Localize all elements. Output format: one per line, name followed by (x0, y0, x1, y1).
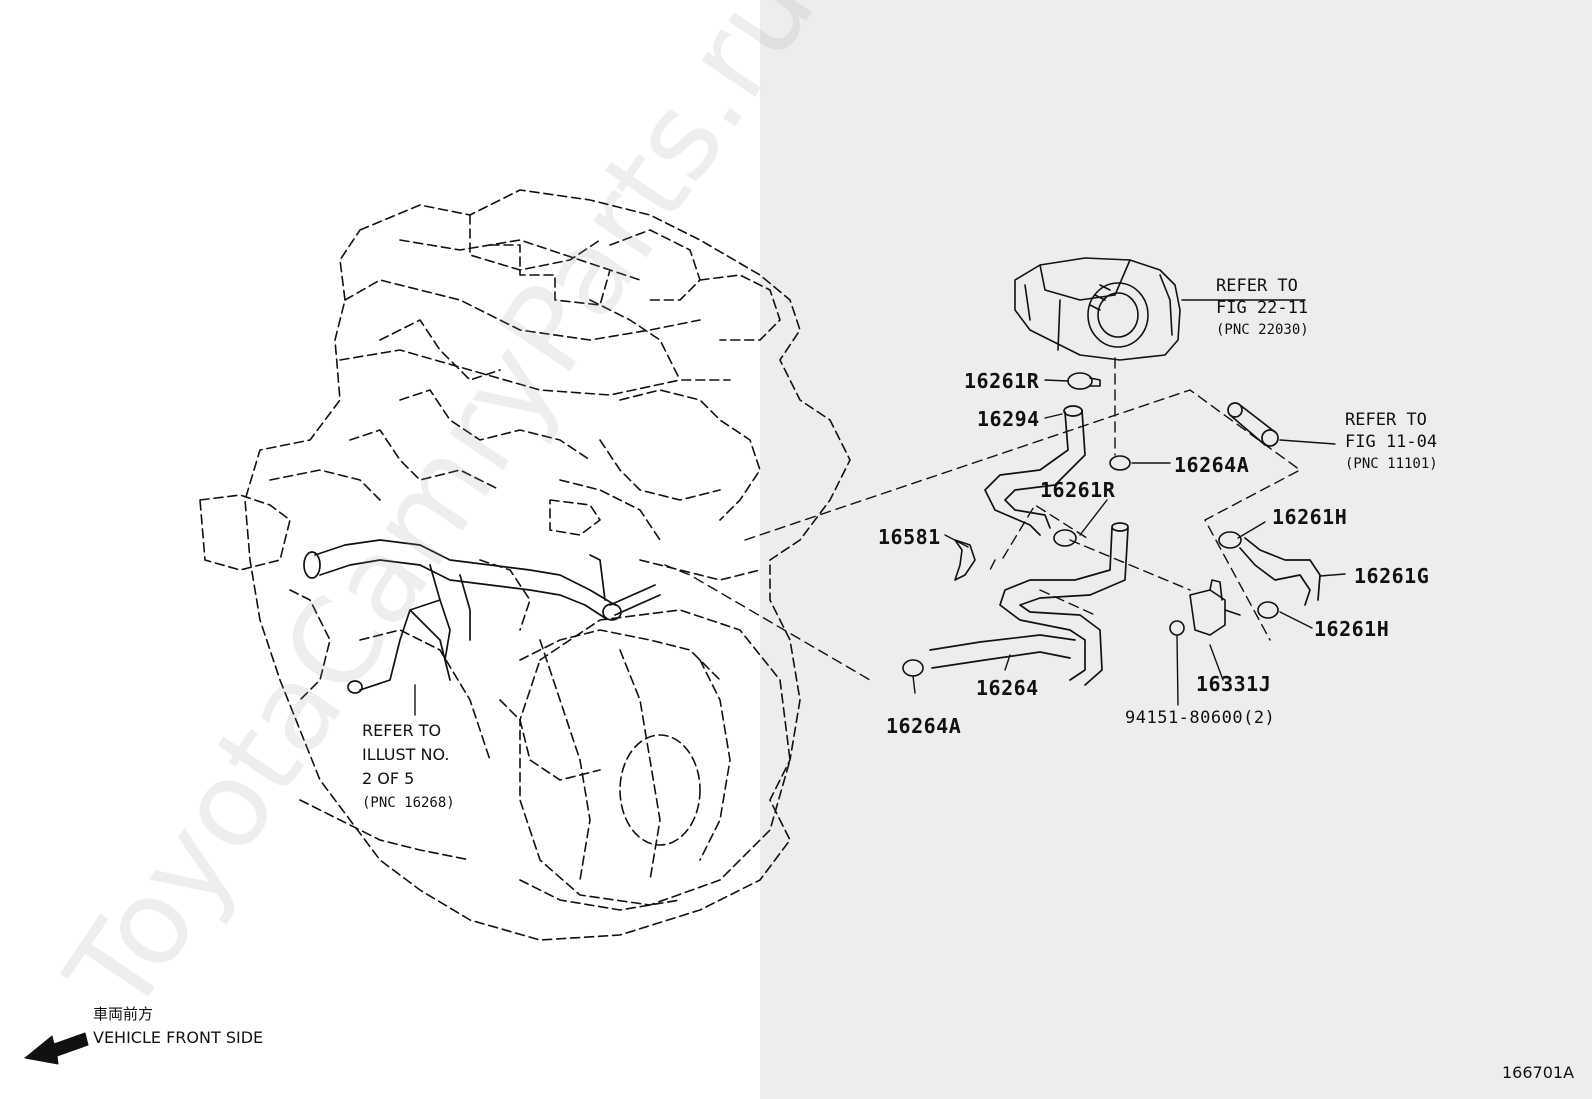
ref-line: REFER TO (1345, 410, 1427, 430)
part-label-16261r-top[interactable]: 16261R (964, 369, 1040, 393)
ref-line: (PNC 11101) (1345, 456, 1438, 472)
vehicle-front-note: 車両前方 VEHICLE FRONT SIDE (93, 1002, 263, 1050)
part-label-16264[interactable]: 16264 (976, 676, 1039, 700)
clamps (902, 372, 1279, 677)
part-label-94151[interactable]: 94151-80600(2) (1125, 708, 1276, 728)
vehicle-front-english: VEHICLE FRONT SIDE (93, 1028, 264, 1047)
ref-line: REFER TO (362, 721, 442, 740)
ref-line: 2 OF 5 (362, 769, 415, 788)
connection-lines (664, 357, 1301, 681)
part-label-16261h-top[interactable]: 16261H (1272, 505, 1348, 529)
part-label-16261r-mid[interactable]: 16261R (1040, 478, 1116, 502)
ref-illustration: REFER TO ILLUST NO. 2 OF 5 (PNC 16268) (362, 719, 455, 815)
engine-phantom-outline (199, 189, 851, 941)
leader-lines (414, 299, 1346, 716)
part-label-16261g[interactable]: 16261G (1354, 564, 1430, 588)
ref-line: ILLUST NO. (362, 745, 450, 764)
vehicle-front-japanese: 車両前方 (93, 1005, 154, 1023)
part-label-16264a-right[interactable]: 16264A (1174, 453, 1250, 477)
ref-line: REFER TO (1216, 276, 1298, 296)
engine-water-pipe (303, 539, 661, 694)
ref-line: (PNC 22030) (1216, 322, 1309, 338)
arrow-left-icon (24, 1032, 89, 1065)
ref-throttle-body: REFER TO FIG 22-11 (PNC 22030) (1216, 275, 1309, 341)
part-label-16264a-bottom[interactable]: 16264A (886, 714, 962, 738)
ref-line: FIG 11-04 (1345, 432, 1438, 452)
ref-line: (PNC 16268) (362, 795, 455, 811)
part-label-16581[interactable]: 16581 (878, 525, 941, 549)
vsv-valve-16331j (1169, 579, 1241, 636)
ref-line: FIG 22-11 (1216, 298, 1309, 318)
part-label-16261h-bottom[interactable]: 16261H (1314, 617, 1390, 641)
detail-panel-background (760, 0, 1592, 1099)
ref-intake-manifold: REFER TO FIG 11-04 (PNC 11101) (1345, 409, 1438, 475)
intake-pipe (1227, 402, 1279, 447)
hose-16264 (929, 522, 1129, 686)
hose-16261g (1239, 537, 1321, 606)
part-label-16294[interactable]: 16294 (977, 407, 1040, 431)
bell-housing-outline (519, 609, 791, 906)
part-label-16331j[interactable]: 16331J (1196, 672, 1272, 696)
figure-id: 166701A (1502, 1063, 1575, 1082)
throttle-body-drawing (1014, 257, 1181, 361)
